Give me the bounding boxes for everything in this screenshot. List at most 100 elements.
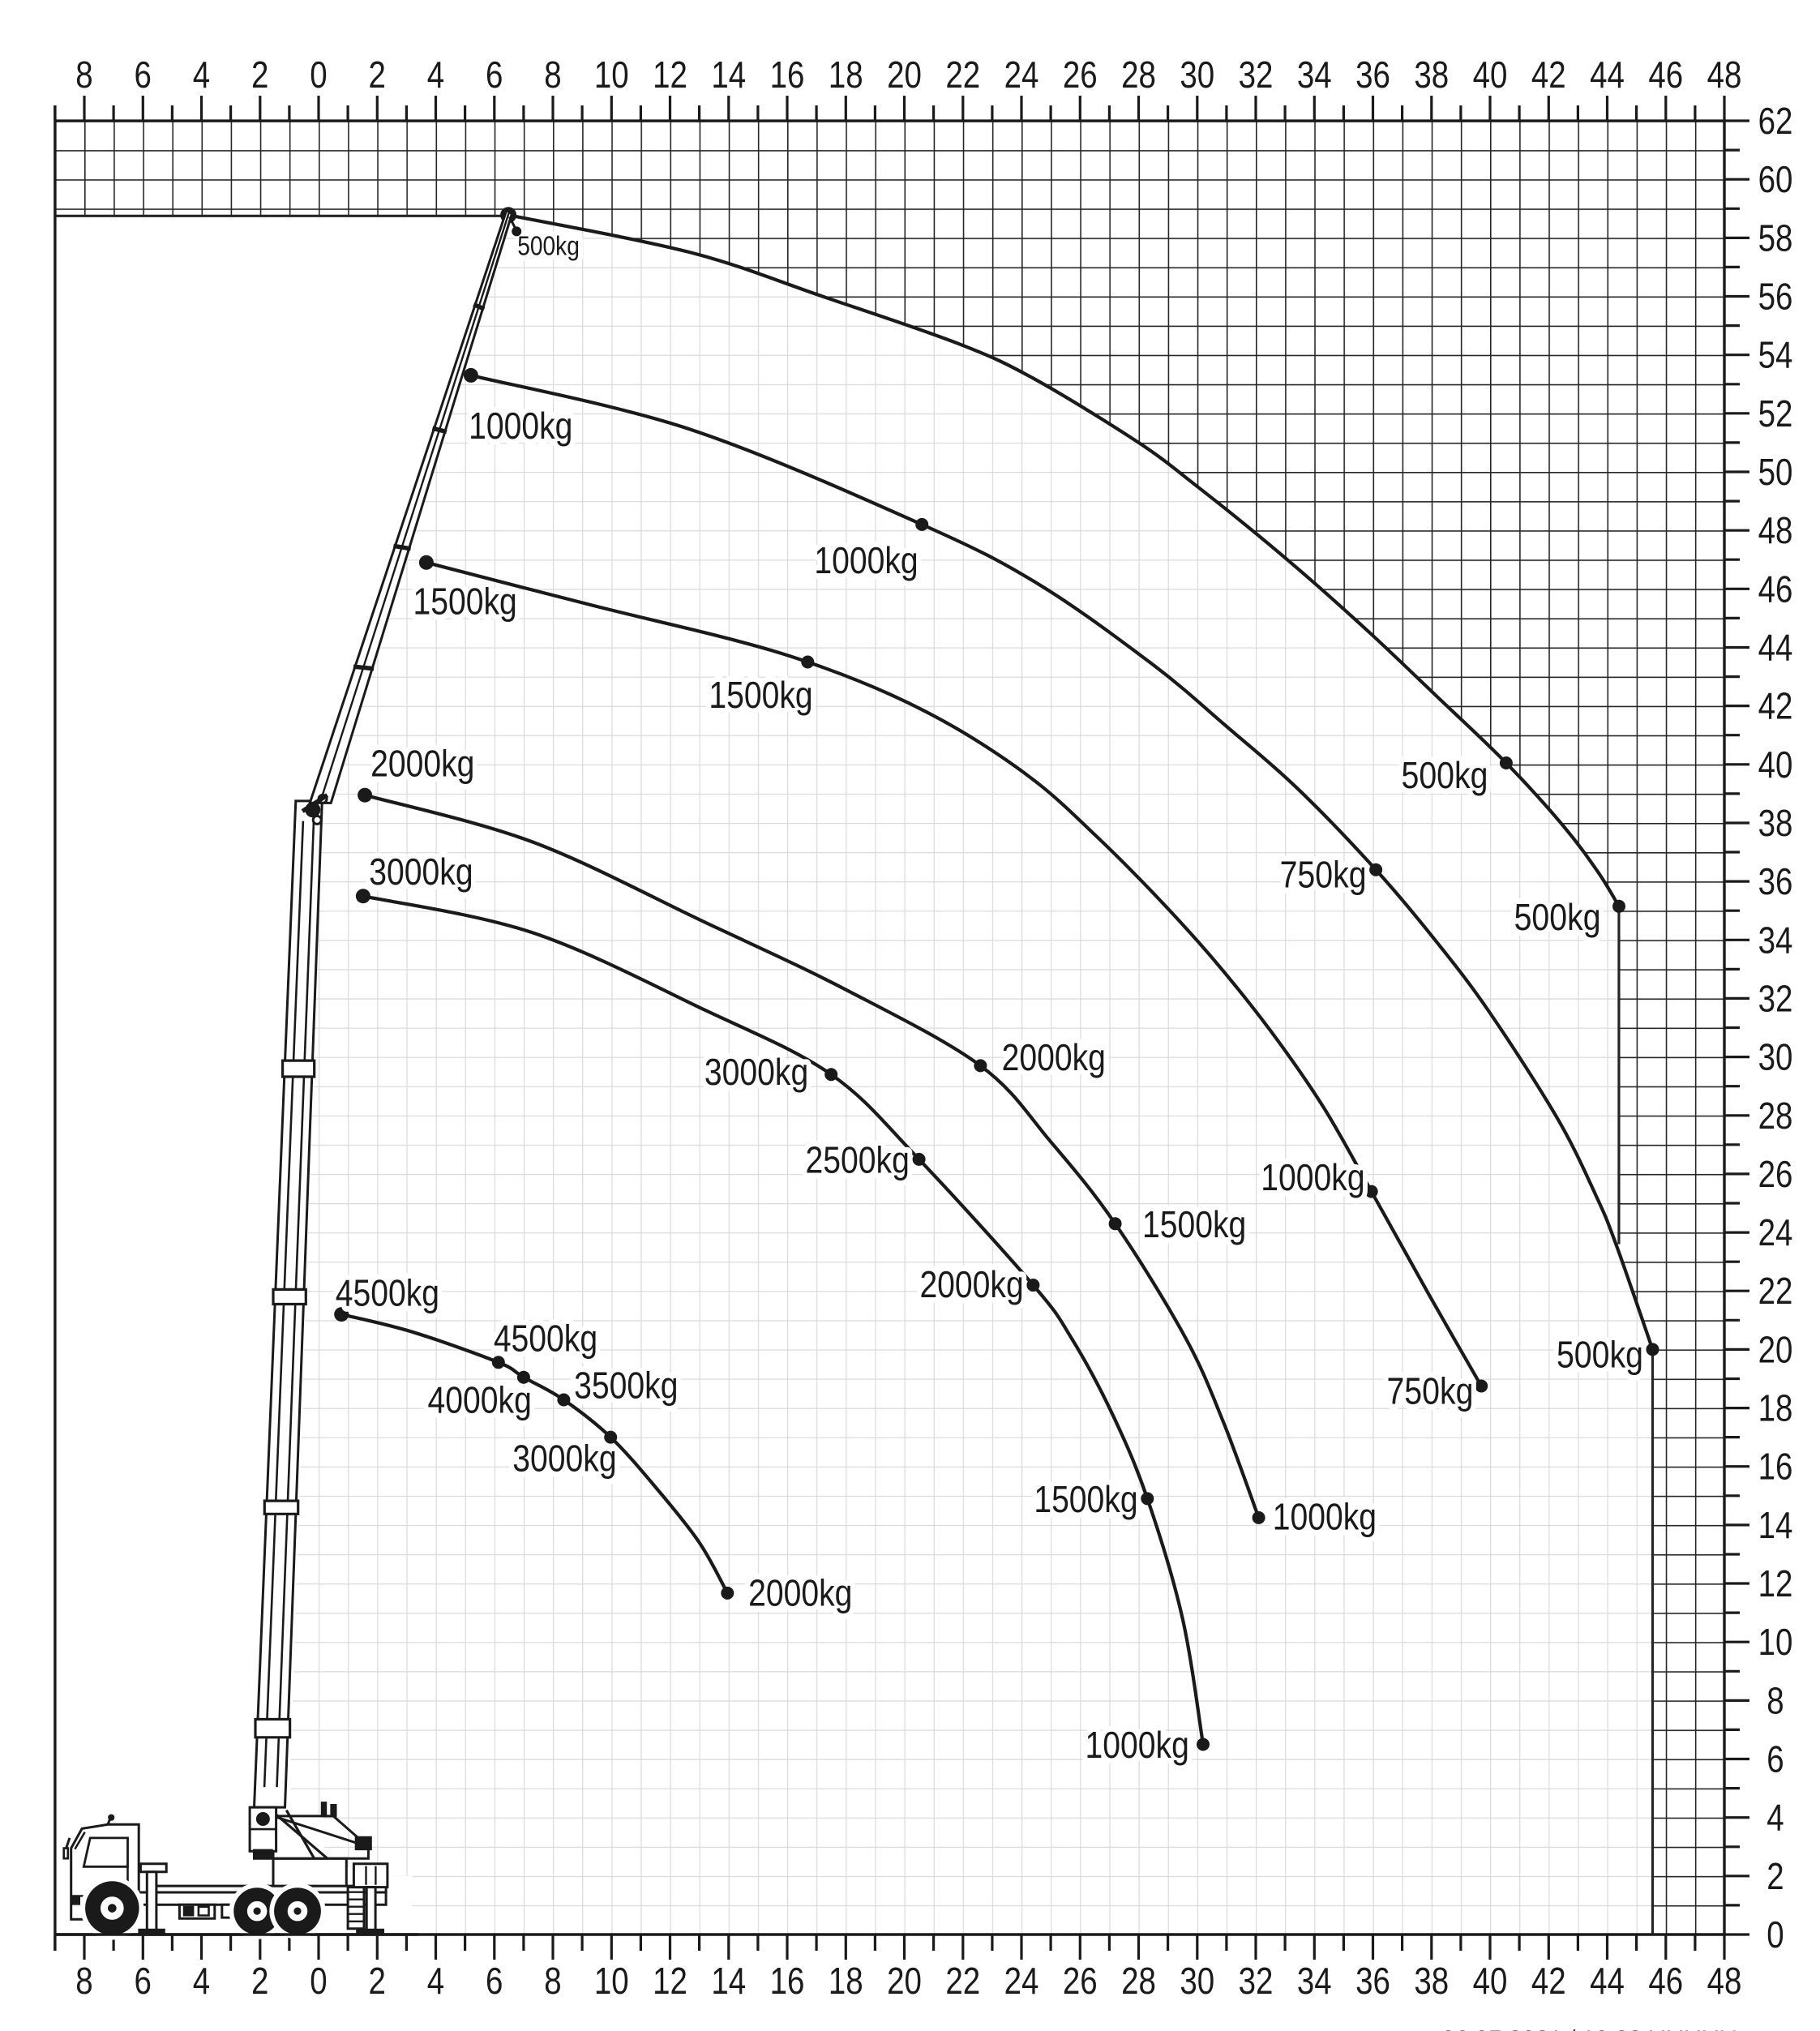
x-axis-label-top: 34 [1297, 54, 1332, 96]
x-axis-label-top: 8 [544, 54, 561, 96]
curve-1000kg-load-label: 1000kg [814, 539, 918, 581]
crane-boom-collar [392, 543, 412, 551]
envelope-500kg-load-label: 500kg [1402, 754, 1488, 796]
curve-1500kg-point [801, 655, 815, 669]
front-outrigger-bracket [139, 1862, 168, 1874]
curve-2000kg-load-label: 1000kg [1273, 1496, 1377, 1538]
curve-4500kg-load-label: 4500kg [494, 1318, 597, 1360]
x-axis-label-bottom: 38 [1414, 1960, 1449, 2002]
y-axis-label-right: 36 [1758, 860, 1793, 902]
footer-timestamp: 06.05.2021 / 10:22 UUUUU [1347, 2025, 1820, 2031]
truck-antenna-tip [108, 1814, 115, 1821]
y-axis-label-right: 24 [1758, 1211, 1793, 1253]
curve-3000kg-load-label: 1000kg [1086, 1724, 1189, 1766]
y-axis-label-right: 8 [1766, 1679, 1784, 1721]
y-axis-label-right: 58 [1758, 216, 1793, 259]
curve-4500kg-point [516, 1370, 530, 1384]
y-axis-label-right: 2 [1766, 1855, 1784, 1897]
x-axis-label-top: 6 [486, 54, 503, 96]
y-axis-label-right: 18 [1758, 1387, 1793, 1429]
rear-outrigger-leg [365, 1886, 377, 1932]
x-axis-label-top: 36 [1355, 54, 1390, 96]
curve-2000kg-point [1252, 1510, 1265, 1524]
x-axis-label-top: 38 [1414, 54, 1449, 96]
x-axis-label-bottom: 24 [1004, 1960, 1039, 2002]
curve-1500kg-point [418, 555, 434, 570]
y-axis-label-right: 62 [1758, 100, 1793, 142]
envelope-500kg-load-label: 500kg [1514, 896, 1601, 938]
curve-4500kg-load-label: 3000kg [512, 1437, 616, 1479]
crane-pivot-link [311, 814, 323, 825]
crane-mast-collar [263, 1499, 300, 1515]
x-axis-label-top: 44 [1590, 54, 1625, 96]
y-axis-right-labels: 0246810121416182022242628303234363840424… [1758, 100, 1793, 1956]
y-axis-label-right: 50 [1758, 451, 1793, 493]
curve-3000kg-load-label: 1500kg [1034, 1478, 1137, 1520]
envelope-500kg-line [507, 213, 1621, 907]
curve-3000kg-load-label: 2500kg [806, 1138, 910, 1180]
y-axis-label-right: 44 [1758, 626, 1793, 668]
curve-3000kg-point [824, 1068, 838, 1082]
x-axis-label-top: 40 [1473, 54, 1508, 96]
curve-3000kg-load-label: 3000kg [704, 1051, 808, 1093]
curve-3000kg-point [355, 889, 370, 904]
curve-3000kg-point [1026, 1279, 1040, 1292]
x-axis-label-top: 24 [1004, 54, 1039, 96]
curve-1000kg-point [915, 517, 929, 531]
y-axis-label-right: 22 [1758, 1270, 1793, 1312]
curve-2000kg-point [974, 1059, 987, 1073]
truck-front-wheel-hub [108, 1904, 117, 1913]
truck-drawing [54, 1802, 418, 1940]
x-axis-label-top: 28 [1121, 54, 1156, 96]
y-axis-label-right: 30 [1758, 1036, 1793, 1078]
y-axis-label-right: 14 [1758, 1504, 1793, 1546]
curve-4500kg-load-label: 4500kg [336, 1272, 439, 1314]
truck-headlight [71, 1896, 80, 1905]
x-axis-label-bottom: 26 [1063, 1960, 1098, 2002]
x-axis-label-top: 10 [594, 54, 629, 96]
bed-post [320, 1802, 328, 1818]
x-axis-label-top: 20 [887, 54, 922, 96]
curve-3000kg-point [1141, 1492, 1154, 1506]
truck-windshield [74, 1832, 86, 1850]
curve-1000kg-point [1646, 1343, 1659, 1356]
y-axis-label-right: 4 [1766, 1797, 1784, 1839]
curve-markers: 500kg500kg500kg1000kg1000kg750kg500kg150… [330, 207, 1659, 1772]
x-axis-label-top: 2 [251, 54, 268, 96]
mast-brace [285, 1809, 315, 1859]
y-axis-label-right: 48 [1758, 509, 1793, 551]
x-axis-label-bottom: 32 [1239, 1960, 1274, 2002]
curve-2000kg-load-label: 2000kg [370, 743, 474, 785]
x-axis-label-top: 16 [770, 54, 805, 96]
boom-rest-block [354, 1836, 372, 1851]
x-axis-label-bottom: 28 [1121, 1960, 1156, 2002]
curve-1000kg-line [470, 373, 1655, 1351]
curve-1000kg-point [463, 367, 478, 383]
y-axis-label-right: 42 [1758, 685, 1793, 727]
curve-1000kg-load-label: 1000kg [469, 405, 572, 447]
x-axis-label-bottom: 8 [75, 1960, 92, 2002]
curve-4500kg-load-label: 2000kg [748, 1571, 852, 1613]
curve-4500kg-point [557, 1393, 571, 1407]
crane-pivot-bracket [301, 793, 329, 813]
curve-1000kg-load-label: 500kg [1557, 1333, 1643, 1375]
x-axis-label-bottom: 12 [653, 1960, 687, 2002]
x-axis-label-bottom: 8 [544, 1960, 561, 2002]
curve-1500kg-load-label: 1500kg [413, 580, 516, 622]
x-axis-label-top: 2 [369, 54, 386, 96]
truck-box-detail [182, 1905, 195, 1917]
x-axis-label-top: 18 [829, 54, 863, 96]
curve-3000kg-load-label: 2000kg [919, 1263, 1023, 1305]
curve-3000kg-line [362, 894, 1205, 1745]
y-axis-label-right: 26 [1758, 1153, 1793, 1195]
x-axis-label-bottom: 6 [486, 1960, 503, 2002]
truck-mirror-arm [65, 1837, 71, 1849]
x-axis-label-bottom: 4 [193, 1960, 210, 2002]
curve-2000kg-load-label: 1500kg [1142, 1203, 1246, 1245]
x-axis-label-top: 48 [1707, 54, 1742, 96]
rear-counterweight-stack [346, 1886, 366, 1930]
curve-3000kg-point [1197, 1737, 1210, 1751]
